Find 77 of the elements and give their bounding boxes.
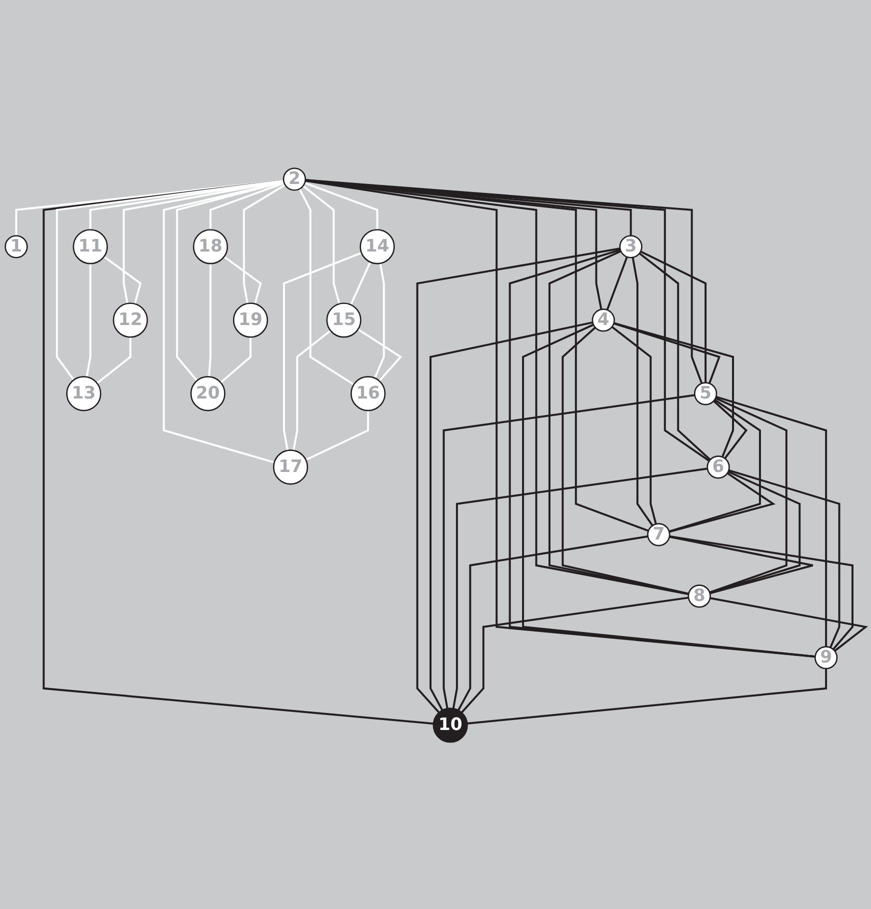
connector xyxy=(305,179,710,462)
connector xyxy=(452,468,708,709)
node-circle: 8 xyxy=(688,584,711,608)
node-circle: 14 xyxy=(360,229,395,265)
connector xyxy=(460,597,689,714)
node-circle: 10 xyxy=(432,708,468,744)
node-circle: 1 xyxy=(4,235,28,259)
connector xyxy=(242,184,286,304)
connector xyxy=(224,256,262,304)
connector xyxy=(669,536,854,650)
node-circle: 2 xyxy=(282,168,306,192)
node-circle: 18 xyxy=(192,229,228,265)
connector xyxy=(292,330,332,451)
node-circle: 9 xyxy=(814,646,838,670)
connector xyxy=(302,185,340,304)
connector xyxy=(614,322,721,384)
connector xyxy=(614,322,734,458)
node-circle: 5 xyxy=(694,382,718,406)
connector xyxy=(208,264,212,378)
connector xyxy=(606,256,628,311)
node-circle: 12 xyxy=(112,302,148,338)
connector xyxy=(209,182,285,230)
connector xyxy=(305,180,816,658)
connector xyxy=(176,181,284,382)
connector xyxy=(728,470,840,648)
connector xyxy=(350,262,372,306)
connector xyxy=(416,248,620,714)
connector xyxy=(56,180,284,381)
connector xyxy=(122,180,284,304)
node-circle: 13 xyxy=(66,376,102,412)
connector xyxy=(86,264,92,378)
connector xyxy=(298,188,354,386)
connector xyxy=(96,337,132,384)
node-circle: 3 xyxy=(619,235,642,259)
connector xyxy=(632,258,654,526)
connector xyxy=(305,180,632,236)
node-circle: 4 xyxy=(592,308,615,332)
node-circle: 20 xyxy=(190,376,226,412)
connector xyxy=(611,326,657,525)
node-circle: 19 xyxy=(232,302,268,338)
connector xyxy=(220,337,252,384)
node-circle: 17 xyxy=(272,450,308,485)
connector xyxy=(713,400,748,460)
connector xyxy=(162,181,284,464)
connector xyxy=(305,180,602,310)
node-circle: 7 xyxy=(647,523,670,547)
node-circle: 16 xyxy=(350,376,386,412)
connector xyxy=(305,179,703,384)
connector xyxy=(374,263,385,379)
connector xyxy=(668,399,761,533)
connector xyxy=(305,410,370,462)
connector xyxy=(15,180,284,236)
connector xyxy=(710,597,868,652)
connector xyxy=(89,180,284,230)
connector xyxy=(508,249,816,658)
connector xyxy=(548,250,689,596)
connector xyxy=(522,324,816,658)
connector xyxy=(442,394,695,709)
connector xyxy=(716,396,828,648)
node-circle: 11 xyxy=(72,229,108,265)
connector xyxy=(42,180,434,725)
connector xyxy=(640,250,707,383)
connector xyxy=(305,180,649,532)
node-circle: 6 xyxy=(706,456,730,480)
connector xyxy=(562,327,689,596)
connector xyxy=(467,668,828,725)
connector xyxy=(458,536,648,712)
connector xyxy=(668,472,776,534)
connector xyxy=(710,471,801,594)
node-circle: 15 xyxy=(326,302,362,338)
connector xyxy=(638,252,711,461)
connector xyxy=(669,536,814,595)
connector xyxy=(430,322,593,712)
connector xyxy=(709,398,788,594)
connector xyxy=(103,256,142,304)
connector xyxy=(304,182,378,230)
connector xyxy=(305,180,689,596)
